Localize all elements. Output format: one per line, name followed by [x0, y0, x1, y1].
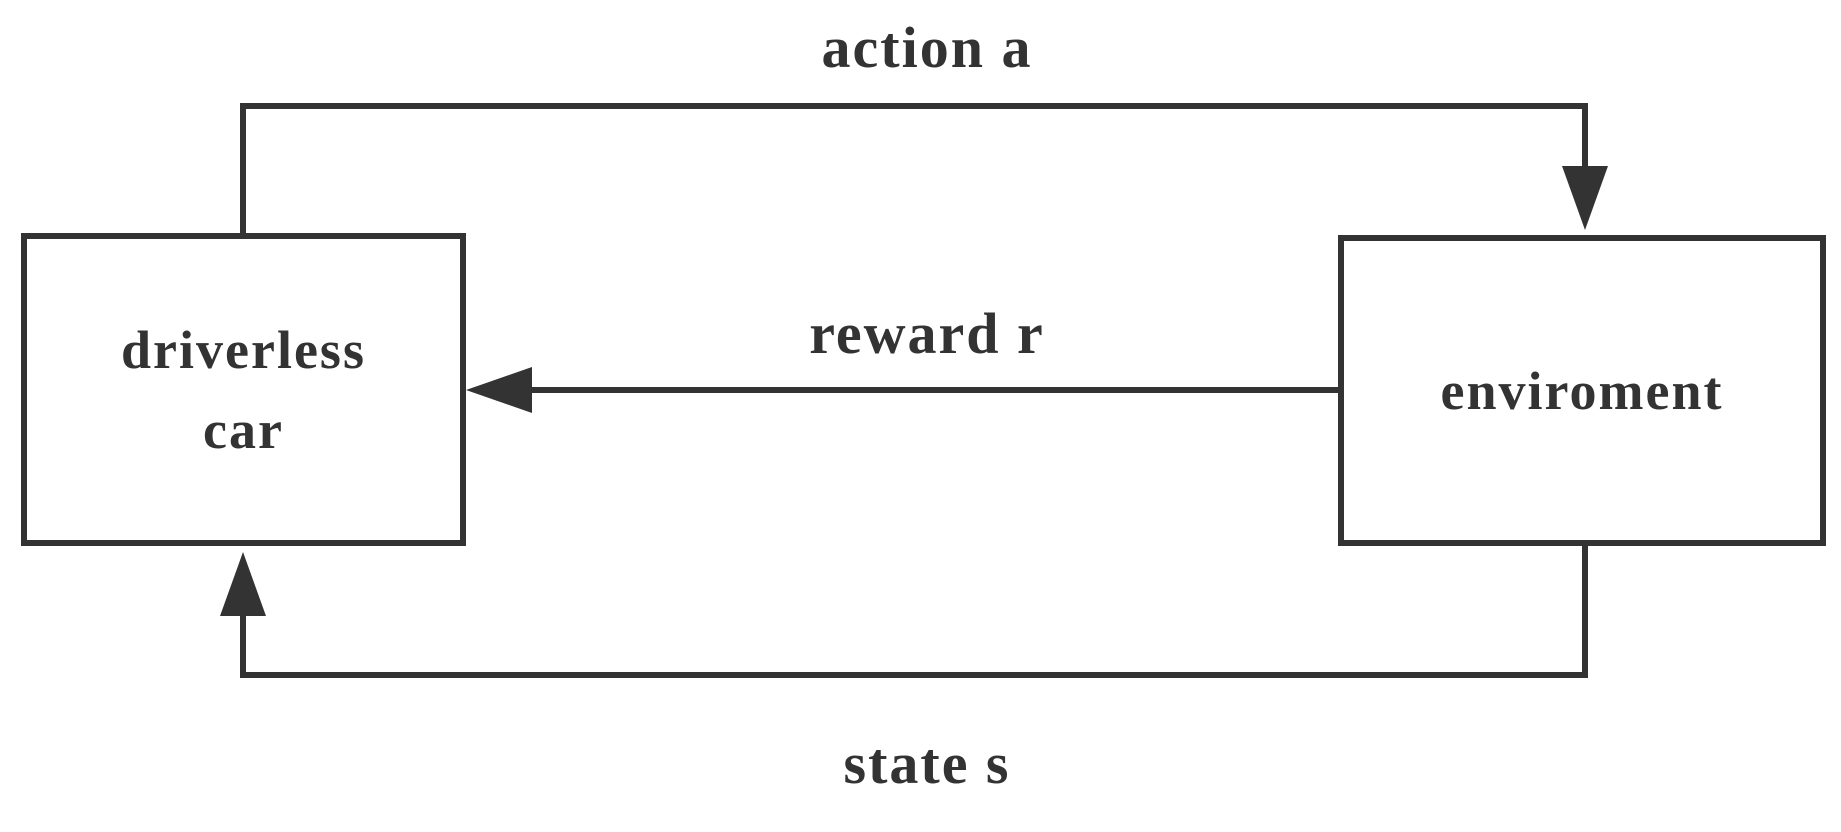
car-label-line1: driverless — [121, 319, 366, 380]
car-node: driverless car — [24, 236, 463, 543]
environment-box — [1338, 235, 1826, 546]
reward-arrowhead — [466, 367, 532, 413]
state-edge-line — [240, 546, 1588, 678]
car-node-label: driverless car — [121, 310, 366, 470]
state-arrowhead — [220, 552, 266, 616]
action-edge-label: action a — [821, 15, 1033, 80]
action-edge-line — [240, 103, 1588, 236]
environment-node: enviroment — [1341, 238, 1823, 543]
car-label-line2: car — [203, 399, 284, 460]
environment-node-label: enviroment — [1440, 360, 1724, 421]
action-arrowhead — [1562, 166, 1608, 230]
reward-edge-label: reward r — [809, 301, 1045, 366]
state-edge-label: state s — [843, 731, 1011, 796]
